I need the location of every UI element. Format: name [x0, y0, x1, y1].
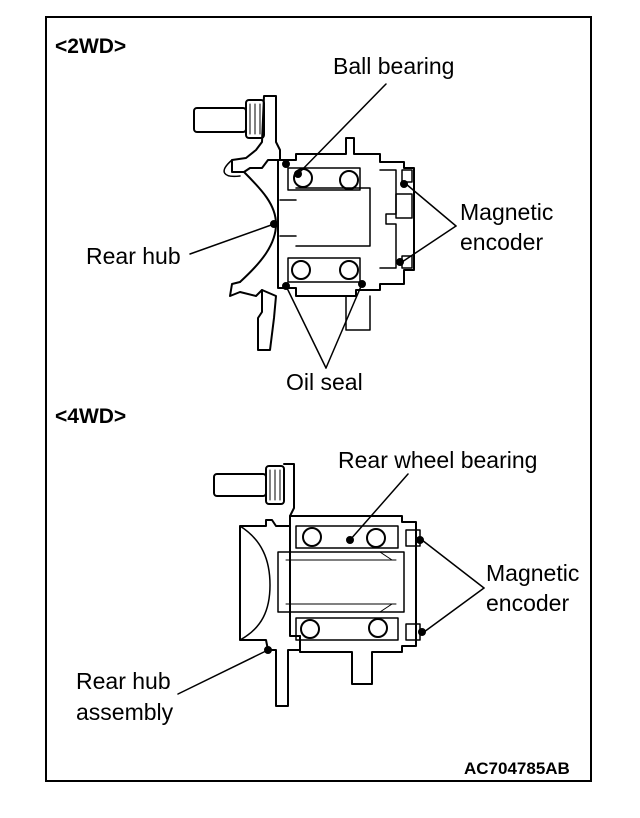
magnetic-encoder-4wd-label-line1: Magnetic: [486, 560, 580, 586]
rear-hub-2wd-drawing: [193, 95, 415, 351]
magnetic-encoder-2wd-label-line1: Magnetic: [460, 199, 554, 225]
rear-wheel-bearing-label: Rear wheel bearing: [338, 447, 538, 473]
rear-hub-assembly-label-line2: assembly: [76, 699, 174, 725]
rear-hub-assembly-label-line1: Rear hub: [76, 668, 171, 694]
rear-hub-4wd-drawing: [213, 463, 426, 707]
leaders-4wd: [177, 473, 485, 695]
figure-code: AC704785AB: [464, 759, 570, 778]
rear-hub-label: Rear hub: [86, 243, 181, 269]
leaders-2wd: [189, 83, 457, 369]
ball-bearing-label: Ball bearing: [333, 53, 455, 79]
figure-frame: [45, 16, 592, 782]
magnetic-encoder-2wd-label-line2: encoder: [460, 229, 544, 255]
oil-seal-label: Oil seal: [286, 369, 363, 395]
section-2wd-label: <2WD>: [55, 35, 127, 58]
magnetic-encoder-4wd-label-line2: encoder: [486, 590, 570, 616]
section-4wd-label: <4WD>: [55, 405, 127, 428]
